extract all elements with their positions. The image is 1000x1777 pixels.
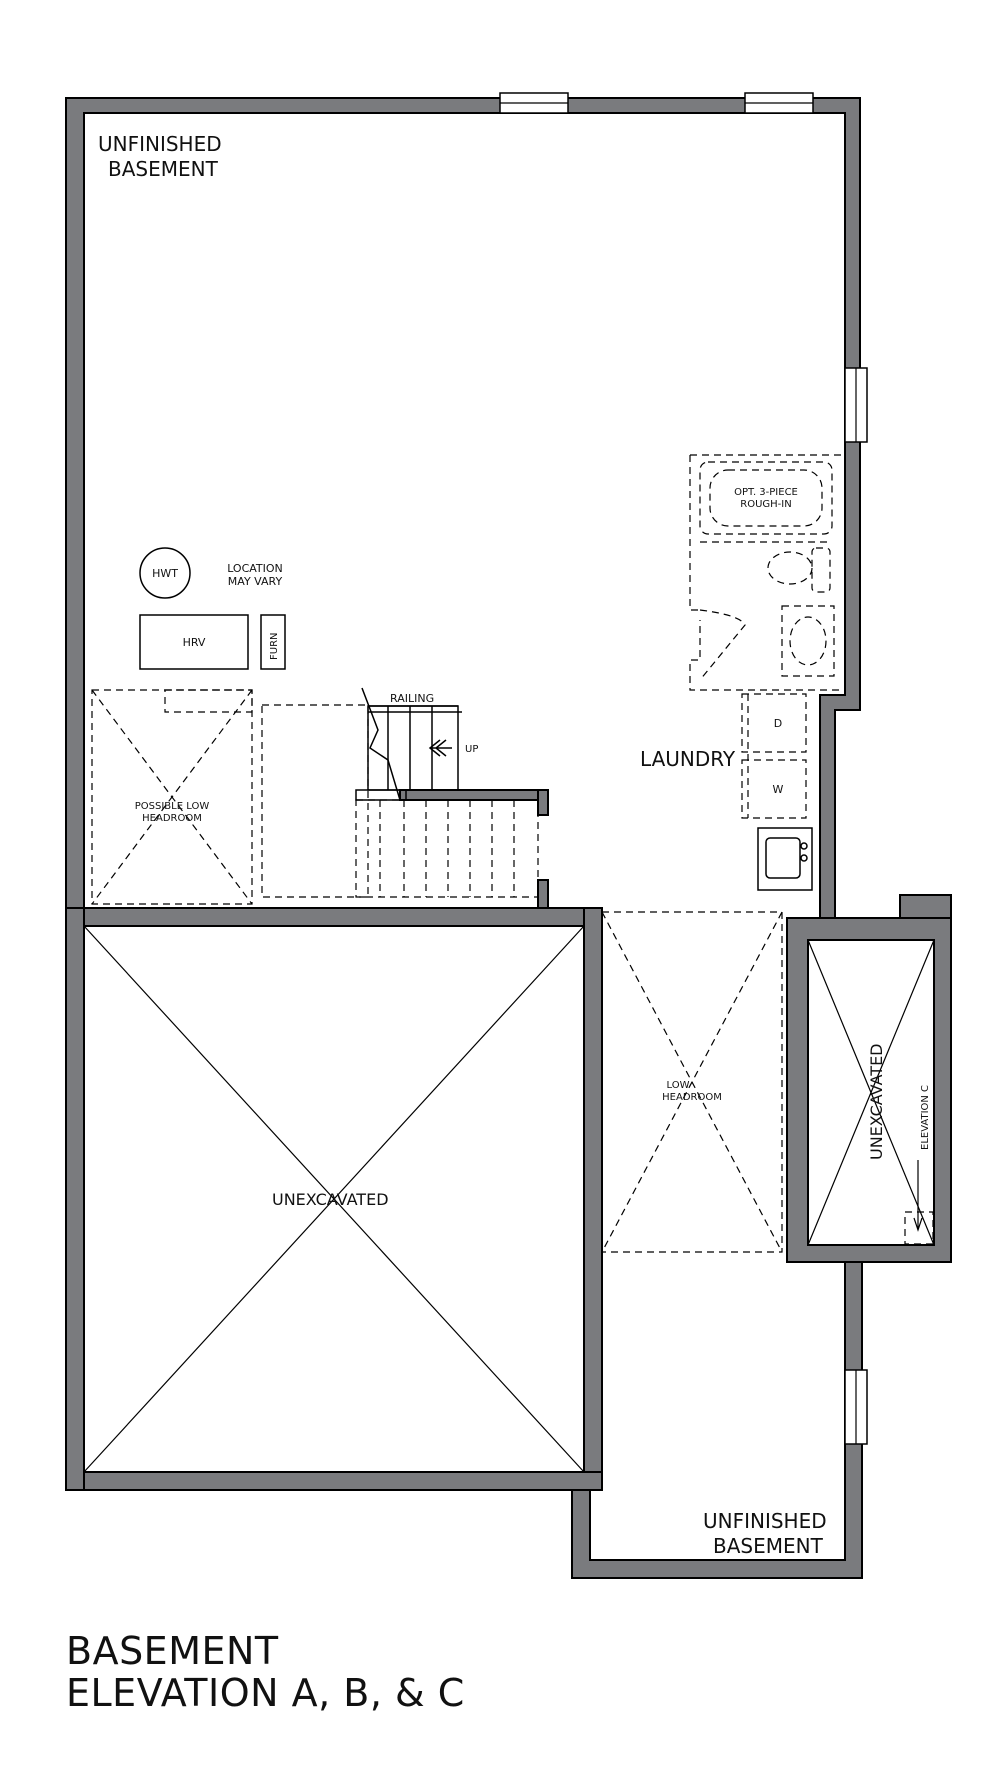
unexcavated-side-cross-2 — [807, 939, 935, 1246]
label-low-headroom-1: LOW — [667, 1080, 690, 1091]
low-headroom-area — [601, 911, 783, 1253]
bathroom-rough-in-outline — [689, 454, 846, 691]
possible-low-headroom-area — [91, 689, 253, 905]
label-elevation-c: ELEVATION C — [920, 1085, 931, 1150]
label-hrv: HRV — [183, 636, 206, 649]
label-furn: FURN — [269, 633, 280, 661]
label-hwt: HWT — [152, 567, 178, 580]
stair-break-line — [361, 687, 401, 801]
up-arrow — [428, 739, 452, 757]
label-possible-low-headroom-2: HEADROOM — [142, 813, 202, 824]
stair-wall-post — [537, 789, 549, 816]
label-location-note-1: LOCATION — [227, 562, 283, 575]
label-possible-low-headroom-1: POSSIBLE LOW — [135, 801, 210, 812]
label-laundry: LAUNDRY — [640, 747, 736, 771]
label-unfinished-basement-top-1: UNFINISHED — [98, 132, 222, 156]
label-unfinished-basement-top-2: BASEMENT — [108, 157, 219, 181]
stair-run — [355, 799, 539, 898]
stair-wall-post-lower — [537, 879, 549, 909]
stair-wall — [399, 789, 549, 801]
label-unexcavated-side: UNEXCAVATED — [867, 1043, 886, 1160]
vanity — [781, 605, 835, 677]
elevation-c-dashed-box — [904, 1211, 934, 1245]
toilet-tank — [811, 547, 831, 593]
unexcavated-main-wall-bottom — [65, 1471, 603, 1491]
label-rough-in-1: OPT. 3-PIECE — [734, 487, 798, 498]
label-unfinished-basement-bottom-2: BASEMENT — [713, 1534, 824, 1558]
label-unexcavated-main: UNEXCAVATED — [272, 1190, 389, 1209]
label-rough-in-2: ROUGH-IN — [740, 499, 791, 510]
caption-title: BASEMENT — [66, 1629, 279, 1673]
hrv-unit — [139, 614, 249, 670]
unexcavated-main-wall-left — [65, 907, 85, 1491]
vanity-sink — [789, 616, 827, 666]
laundry-sink — [757, 827, 813, 891]
toilet-bowl — [767, 551, 813, 585]
furnace-unit — [260, 614, 286, 670]
bathtub-inner — [709, 469, 823, 527]
under-stair-area — [261, 704, 369, 898]
label-dryer: D — [774, 717, 782, 730]
label-railing: RAILING — [390, 692, 434, 705]
plan-caption: BASEMENT ELEVATION A, B, & C — [66, 1630, 465, 1714]
caption-subtitle: ELEVATION A, B, & C — [66, 1671, 465, 1715]
bathtub — [699, 461, 833, 535]
hwt-tank — [139, 547, 191, 599]
label-location-note-2: MAY VARY — [228, 575, 283, 588]
unexcavated-main-cross-2 — [83, 925, 585, 1473]
interior-wall-vertical — [583, 907, 603, 1491]
label-unfinished-basement-bottom-1: UNFINISHED — [703, 1509, 827, 1533]
bath-door-swing — [699, 609, 746, 681]
beam-notch — [164, 689, 253, 713]
interior-wall-horizontal — [83, 907, 603, 927]
label-washer: W — [773, 783, 784, 796]
label-up: UP — [465, 744, 478, 755]
label-low-headroom-2: HEADROOM — [662, 1092, 722, 1103]
